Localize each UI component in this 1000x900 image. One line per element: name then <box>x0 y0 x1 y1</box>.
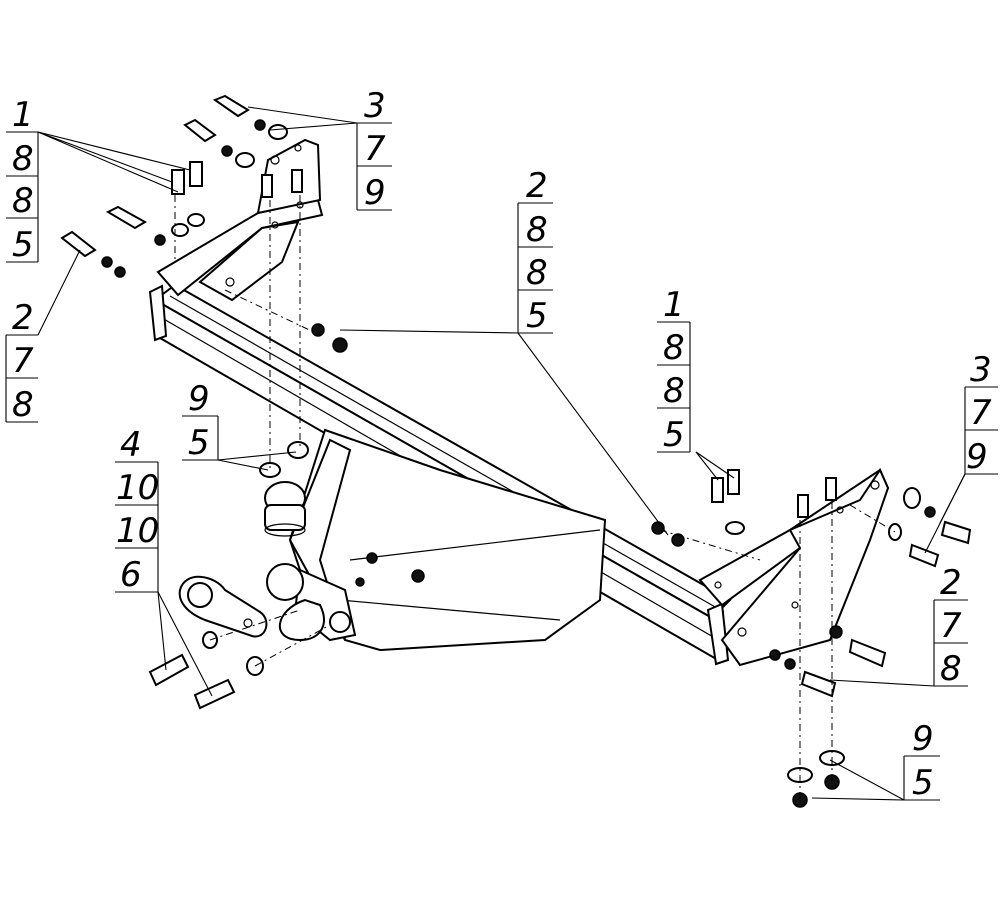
callout-7-row-2: 7 <box>940 606 962 646</box>
callout-7-row-3: 8 <box>940 649 962 689</box>
callout-7-row-1: 2 <box>940 563 962 603</box>
bolt-icon <box>311 323 348 353</box>
bolt-icon <box>171 161 303 198</box>
callout-3-row-3: 9 <box>364 173 386 213</box>
callout-10-row-2: 5 <box>912 763 934 803</box>
right-mounting-bracket <box>698 467 890 667</box>
nut-icon <box>259 441 309 478</box>
bolt-icon <box>105 205 205 246</box>
callout-5-row-1: 1 <box>663 285 685 325</box>
bolt-icon <box>769 625 887 698</box>
callout-4-row-2: 8 <box>526 210 548 250</box>
callout-1-row-4: 5 <box>12 225 34 265</box>
bolt-icon <box>711 469 837 535</box>
callout-9-row-4: 6 <box>120 555 142 595</box>
bolt-icon <box>148 631 264 710</box>
callout-8-row-1: 9 <box>188 379 210 419</box>
assembly-axis-lines <box>174 195 896 800</box>
callout-3-row-2: 7 <box>364 129 386 169</box>
callout-10-row-1: 9 <box>912 719 934 759</box>
callout-3-row-1: 3 <box>364 86 386 126</box>
callout-1-row-1: 1 <box>12 95 34 135</box>
callout-frames <box>5 122 998 801</box>
callout-1-row-3: 8 <box>12 181 34 221</box>
callout-2-row-1: 2 <box>12 298 34 338</box>
tow-ball-cover <box>264 481 306 537</box>
callout-6-row-3: 9 <box>966 437 988 477</box>
callout-5-row-2: 8 <box>663 328 685 368</box>
leader-lines <box>37 106 966 801</box>
callout-4-row-1: 2 <box>526 166 548 206</box>
nut-icon <box>651 521 685 547</box>
callout-4-row-3: 8 <box>526 253 548 293</box>
callout-5-row-3: 8 <box>663 371 685 411</box>
callout-2-row-2: 7 <box>12 341 34 381</box>
callout-5-row-4: 5 <box>663 415 685 455</box>
callout-6-row-1: 3 <box>970 350 992 390</box>
left-mounting-bracket <box>156 138 324 302</box>
bolt-icon <box>888 487 972 568</box>
callout-2-row-3: 8 <box>12 385 34 425</box>
callout-9-row-2: 10 <box>116 468 159 508</box>
callout-labels: 1 8 8 5 2 7 8 3 7 9 2 8 8 5 1 8 8 5 3 7 … <box>12 86 992 803</box>
callout-4-row-4: 5 <box>526 296 548 336</box>
socket-plate <box>178 575 268 638</box>
callout-1-row-2: 8 <box>12 139 34 179</box>
callout-9-row-1: 4 <box>120 425 142 465</box>
ball-mount-tongue <box>266 428 607 652</box>
callout-6-row-2: 7 <box>970 393 992 433</box>
callout-8-row-2: 5 <box>188 423 210 463</box>
bolt-icon <box>183 118 255 168</box>
bolt-icon <box>212 94 288 140</box>
bolt-icon <box>60 230 126 278</box>
callout-9-row-3: 10 <box>116 511 159 551</box>
